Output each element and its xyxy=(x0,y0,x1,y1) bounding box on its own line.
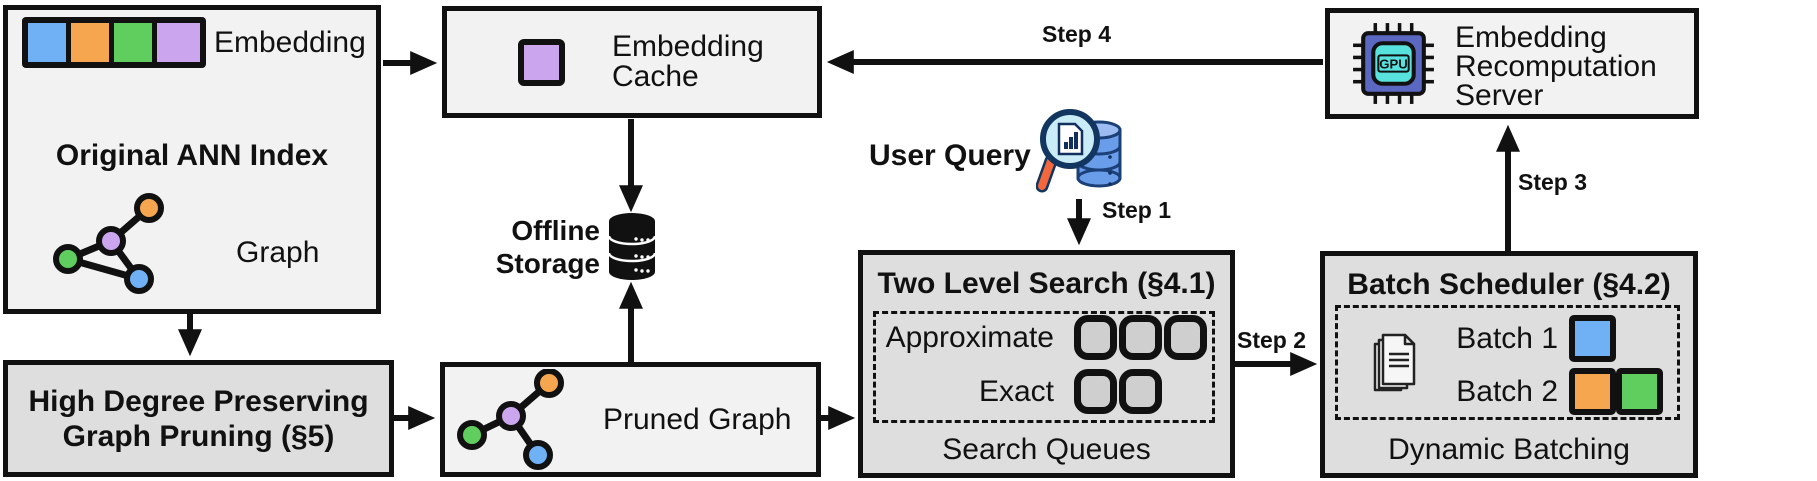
query-magnifier-icon xyxy=(1036,109,1122,193)
queue-slot xyxy=(1119,315,1162,360)
cached-embedding-icon xyxy=(518,39,565,86)
batch-scheduler-title: Batch Scheduler (§4.2) xyxy=(1347,268,1671,301)
queue-slot xyxy=(1074,369,1117,414)
step4-label: Step 4 xyxy=(1042,21,1112,47)
two-level-search-box: Two Level Search (§4.1) Approximate Exac… xyxy=(858,250,1235,478)
queue-slot xyxy=(1164,315,1207,360)
step2-label: Step 2 xyxy=(1237,327,1307,353)
database-icon xyxy=(607,213,657,280)
search-queues-panel: Approximate Exact xyxy=(873,311,1215,423)
documents-icon xyxy=(1373,333,1416,392)
dynamic-batching-label: Dynamic Batching xyxy=(1388,433,1630,466)
search-queues-label: Search Queues xyxy=(942,433,1151,466)
batch-scheduler-box: Batch Scheduler (§4.2) Batch 1 xyxy=(1320,251,1698,478)
batch2-green-chip xyxy=(1616,368,1663,415)
exact-queue-slots xyxy=(1074,369,1162,414)
pruned-graph-box: Pruned Graph xyxy=(440,362,821,477)
offline-storage-label: Offline Storage xyxy=(495,215,600,279)
step3-label: Step 3 xyxy=(1518,169,1588,195)
pruned-graph-label: Pruned Graph xyxy=(603,403,792,436)
approximate-queue-slots xyxy=(1074,315,1207,360)
recompute-server-box: GPU Embedding Recomputation Server xyxy=(1325,8,1699,119)
embedding-cache-label: Embedding Cache xyxy=(612,30,764,93)
batch2-chips xyxy=(1569,368,1663,415)
original-ann-index-box: Embedding Original ANN Index Graph xyxy=(3,5,381,314)
batch1-label: Batch 1 xyxy=(1456,321,1558,355)
graph-pruning-title: High Degree Preserving Graph Pruning (§5… xyxy=(28,384,369,453)
queue-slot xyxy=(1119,369,1162,414)
embedding-label: Embedding xyxy=(214,26,366,59)
step1-label: Step 1 xyxy=(1102,197,1172,223)
graph-label: Graph xyxy=(236,236,320,269)
dynamic-batching-panel: Batch 1 Batch 2 xyxy=(1335,305,1680,420)
queue-slot xyxy=(1074,315,1117,360)
batch2-row: Batch 2 xyxy=(1338,368,1663,415)
batch1-blue-chip xyxy=(1569,315,1616,362)
exact-queue-row: Exact xyxy=(876,369,1212,414)
approximate-queue-row: Approximate xyxy=(876,315,1212,360)
batch1-chips xyxy=(1569,315,1616,362)
graph-pruning-box: High Degree Preserving Graph Pruning (§5… xyxy=(3,360,394,477)
batch1-row: Batch 1 xyxy=(1338,315,1616,362)
recompute-server-label: Embedding Recomputation Server xyxy=(1455,21,1657,112)
user-query-label: User Query xyxy=(869,139,1031,172)
pruned-graph-icon xyxy=(457,369,564,470)
embedding-vector-icon xyxy=(22,17,206,68)
graph-icon xyxy=(53,193,164,294)
batch2-orange-chip xyxy=(1569,368,1616,415)
gpu-chip-icon: GPU xyxy=(1353,23,1434,104)
original-ann-index-title: Original ANN Index xyxy=(55,139,329,172)
embedding-cache-box: Embedding Cache xyxy=(442,6,822,118)
approximate-label: Approximate xyxy=(885,320,1054,354)
exact-label: Exact xyxy=(978,374,1054,408)
two-level-search-title: Two Level Search (§4.1) xyxy=(877,267,1216,300)
batch2-label: Batch 2 xyxy=(1456,374,1558,408)
gpu-chip-label: GPU xyxy=(1379,57,1407,72)
